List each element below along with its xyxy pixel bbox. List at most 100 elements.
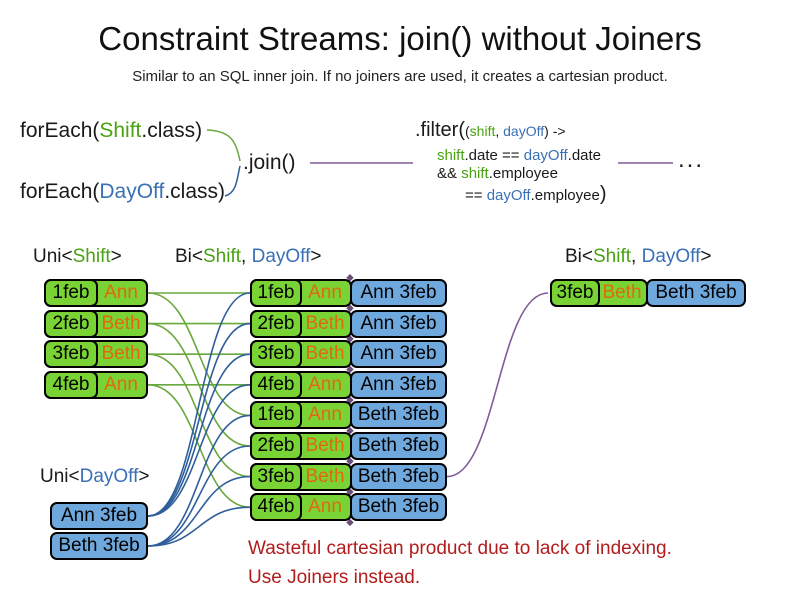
result-row-dayoff: Beth 3feb xyxy=(646,279,746,307)
blue-connection xyxy=(147,292,251,517)
combo-row-dayoff: Beth 3feb xyxy=(350,462,447,491)
code-segment: , xyxy=(241,246,252,267)
shift-date-cell: 3feb xyxy=(250,340,302,369)
code-filter-line3: && shift.employee xyxy=(437,165,558,182)
dayoff-cell: Beth 3feb xyxy=(357,404,440,426)
code-segment: DayOff xyxy=(251,246,311,267)
shift-date-cell: 2feb xyxy=(250,432,302,460)
purple-result-connection xyxy=(446,292,549,478)
code-segment: Uni< xyxy=(33,246,73,267)
code-segment: Shift xyxy=(99,119,142,142)
shift-row: 1feb Ann xyxy=(44,279,148,307)
blue-connection xyxy=(147,384,251,517)
code-segment: dayOff xyxy=(523,147,568,164)
code-segment: .date == xyxy=(464,147,524,164)
label-uni-dayoff: Uni<DayOff> xyxy=(40,466,150,488)
shift-date-cell: 1feb xyxy=(250,401,302,430)
code-segment: .filter( xyxy=(415,119,465,141)
code-segment: > xyxy=(310,246,322,267)
code-segment: Bi< xyxy=(175,246,203,267)
shift-employee-cell: Ann xyxy=(104,282,138,303)
shift-row: 4feb Ann xyxy=(44,370,148,399)
green-connection xyxy=(147,384,251,508)
code-filter-line1: .filter((shift, dayOff) -> xyxy=(415,119,566,142)
code-segment: > xyxy=(700,246,712,267)
code-segment: && xyxy=(437,165,462,182)
blue-connection xyxy=(147,445,251,547)
code-segment: shift xyxy=(469,123,496,139)
label-uni-shift: Uni<Shift> xyxy=(33,246,122,268)
code-segment: > xyxy=(138,466,150,487)
page-title: Constraint Streams: join() without Joine… xyxy=(98,20,702,57)
shift-date-cell: 2feb xyxy=(250,309,302,338)
code-segment: .employee xyxy=(488,165,558,182)
code-segment: > xyxy=(110,246,122,267)
code-segment: DayOff xyxy=(99,180,165,203)
code-segment: .date xyxy=(567,147,602,164)
shift-date-cell: 1feb xyxy=(250,279,302,307)
code-foreach-shift: forEach(Shift.class) xyxy=(20,119,202,143)
label-bi-shift-dayoff-mid: Bi<Shift, DayOff> xyxy=(175,246,321,268)
shift-date-cell: 3feb xyxy=(550,279,600,307)
code-segment: == xyxy=(465,187,487,204)
code-segment: DayOff xyxy=(79,466,139,487)
dayoff-cell: Beth 3feb xyxy=(58,535,140,556)
blue-connection xyxy=(147,475,251,547)
dayoff-cell: Ann 3feb xyxy=(360,282,437,303)
shift-employee-cell: Beth xyxy=(101,312,141,334)
label-bi-shift-dayoff-right: Bi<Shift, DayOff> xyxy=(565,246,711,268)
page-subtitle: Similar to an SQL inner join. If no join… xyxy=(132,68,668,85)
combo-row-dayoff: Ann 3feb xyxy=(350,340,447,369)
combo-row-dayoff: Ann 3feb xyxy=(350,279,447,307)
code-join: .join() xyxy=(243,151,296,174)
warning-note: Wasteful cartesian product due to lack o… xyxy=(248,534,672,592)
shift-date-cell: 4feb xyxy=(44,370,98,399)
dayoff-cell: Ann 3feb xyxy=(360,312,437,334)
shift-employee-cell: Beth xyxy=(602,282,642,303)
combo-row-dayoff: Beth 3feb xyxy=(350,493,447,522)
code-segment: ( xyxy=(465,123,470,139)
combo-row-dayoff: Ann 3feb xyxy=(350,309,447,338)
shift-employee-cell: Ann xyxy=(308,373,342,395)
combo-row-dayoff: Beth 3feb xyxy=(350,401,447,430)
code-filter-line4: == dayOff.employee) xyxy=(465,183,607,206)
code-segment: ) -> xyxy=(544,123,566,139)
code-segment: shift xyxy=(437,147,465,164)
shift-date-cell: 3feb xyxy=(44,340,98,369)
code-segment: dayOff xyxy=(486,187,531,204)
shift-date-cell: 4feb xyxy=(250,370,302,399)
shift-employee-cell: Ann xyxy=(104,373,138,395)
code-segment: Uni< xyxy=(40,466,80,487)
shift-date-cell: 1feb xyxy=(44,279,98,307)
dayoff-box: Ann 3feb xyxy=(50,502,148,530)
code-foreach-dayoff: forEach(DayOff.class) xyxy=(20,180,225,204)
code-segment: , xyxy=(495,123,504,139)
shift-employee-cell: Ann xyxy=(308,496,342,518)
green-connection xyxy=(147,353,251,478)
dayoff-cell: Beth 3feb xyxy=(357,496,440,518)
blue-connection xyxy=(147,506,251,547)
shift-date-cell: 3feb xyxy=(250,462,302,491)
dayoff-box: Beth 3feb xyxy=(50,532,148,560)
shift-employee-cell: Beth xyxy=(101,343,141,365)
warning-note-line2: Use Joiners instead. xyxy=(248,567,421,588)
code-segment: Shift xyxy=(203,246,242,267)
code-segment: Bi< xyxy=(565,246,593,267)
shift-employee-cell: Beth xyxy=(305,343,345,365)
shift-employee-cell: Beth xyxy=(305,312,345,334)
shift-employee-cell: Beth xyxy=(305,465,345,487)
dayoff-cell: Ann 3feb xyxy=(360,373,437,395)
dayoff-cell: Beth 3feb xyxy=(357,465,440,487)
code-segment: .class) xyxy=(164,180,226,203)
warning-note-line1: Wasteful cartesian product due to lack o… xyxy=(248,538,672,559)
combo-row-dayoff: Beth 3feb xyxy=(350,432,447,460)
